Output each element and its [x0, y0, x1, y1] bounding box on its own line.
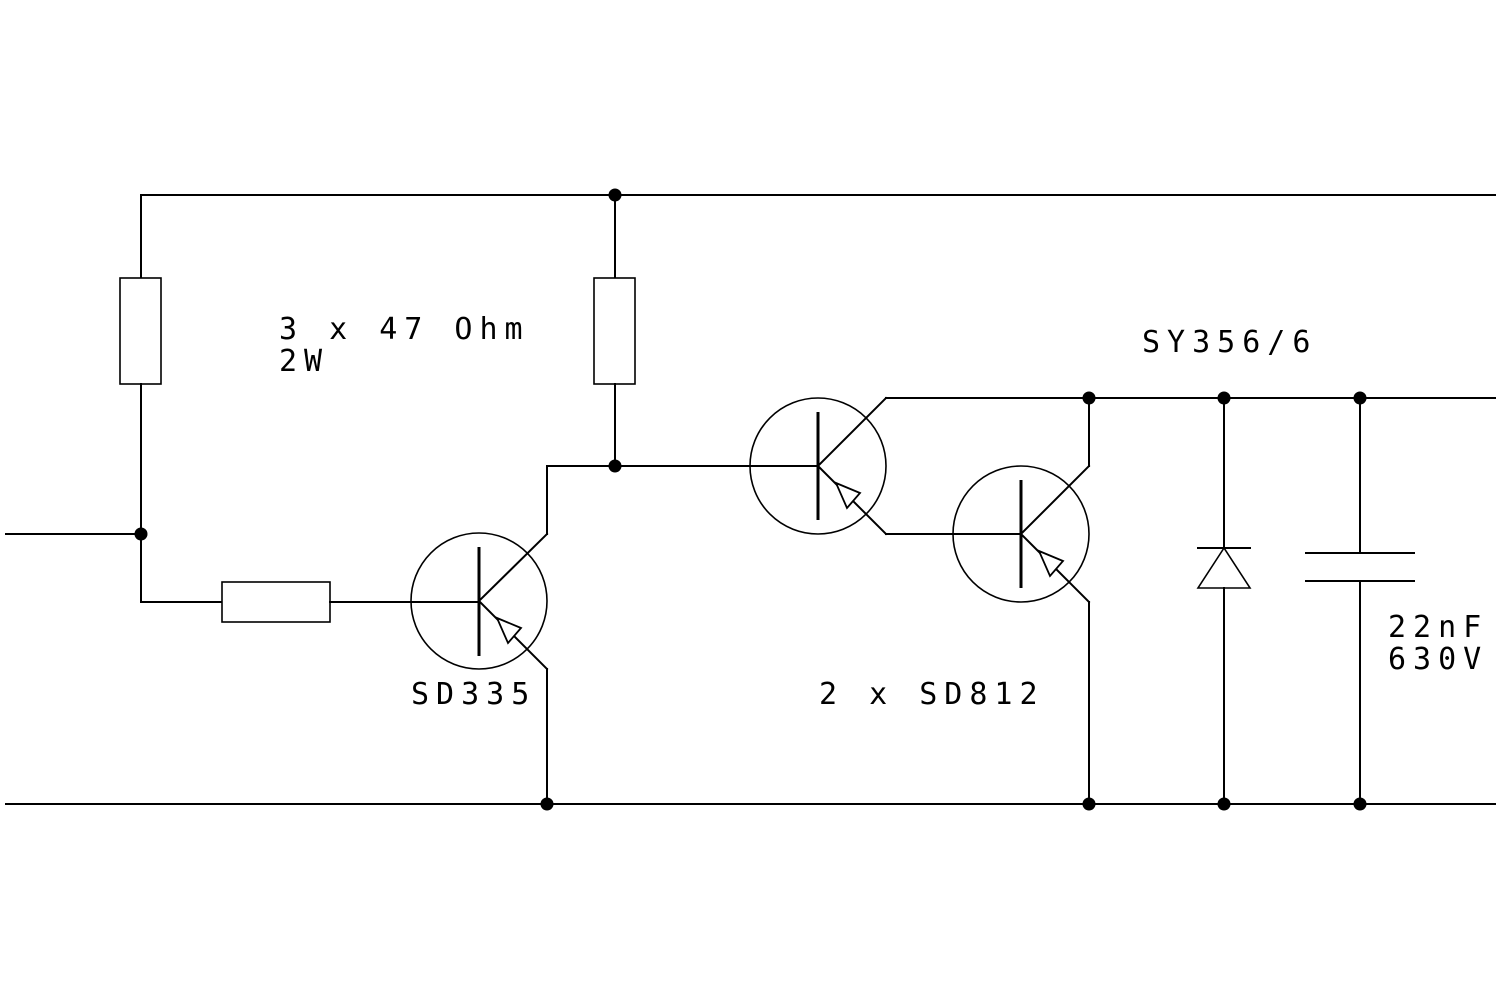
- junction-cap-top: [1353, 391, 1367, 405]
- transistor-sd812-1: [749, 396, 1496, 536]
- junction-gnd-diode: [1217, 797, 1231, 811]
- diode-sy356: [1196, 397, 1252, 805]
- label-output-transistors: 2 x SD812: [819, 677, 1045, 712]
- transistor-sd335: [410, 465, 616, 805]
- label-driver-transistor: SD335: [411, 677, 536, 712]
- junction-gnd-sd812: [1082, 797, 1096, 811]
- resistor-r2: [593, 194, 636, 467]
- junction-gnd-cap: [1353, 797, 1367, 811]
- junction-top-r2: [608, 188, 622, 202]
- junction-driver-collector: [608, 459, 622, 473]
- capacitor-22nf: [1305, 397, 1415, 805]
- label-capacitor-voltage: 630V: [1388, 642, 1488, 677]
- junction-dots: [134, 188, 1367, 811]
- label-resistors: 3 x 47 Ohm: [279, 312, 530, 347]
- label-capacitor-value: 22nF: [1388, 610, 1488, 645]
- junction-gnd-sd335: [540, 797, 554, 811]
- label-diode: SY356/6: [1142, 325, 1317, 360]
- junction-out-collector: [1082, 391, 1096, 405]
- junction-diode-top: [1217, 391, 1231, 405]
- resistor-r1: [119, 194, 162, 603]
- resistor-r3: [140, 581, 480, 623]
- junction-input: [134, 527, 148, 541]
- label-resistor-power: 2W: [279, 344, 329, 379]
- transistor-sd812-2: [952, 397, 1091, 805]
